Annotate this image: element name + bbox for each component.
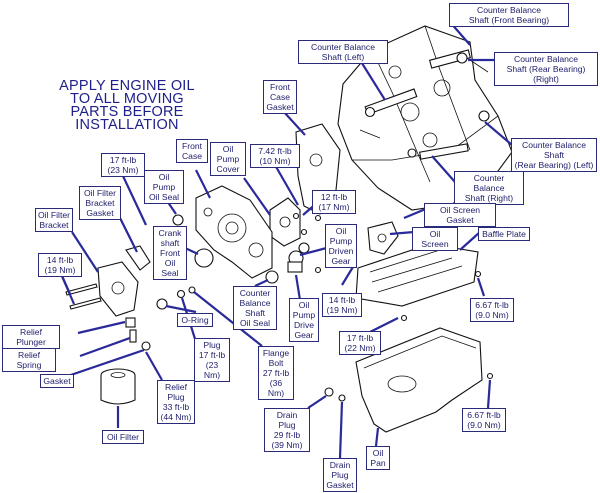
label-relief-plug: Relief Plug 33 ft-lb (44 Nm) <box>157 380 195 424</box>
label-oil-pump-driven-gear: Oil Pump Driven Gear <box>325 224 357 268</box>
label-relief-plunger: Relief Plunger <box>2 325 60 349</box>
label-oil-filter-bracket-gasket: Oil Filter Bracket Gasket <box>79 186 121 220</box>
label-oil-filter: Oil Filter <box>102 430 144 444</box>
crankshaft-front-oil-seal-shape <box>194 248 214 268</box>
label-front-case-gasket: Front Case Gasket <box>263 80 297 114</box>
drive-gear-shape <box>287 261 303 273</box>
counter-balance-shafts <box>364 49 490 160</box>
label-cbs-rear-right: Counter Balance Shaft (Rear Bearing) (Ri… <box>494 52 598 86</box>
baffle-plate-shape <box>355 243 479 307</box>
relief-plunger-shape <box>125 317 136 328</box>
oil-pump-cover-shape <box>269 197 301 247</box>
label-oil-pump-drive-gear: Oil Pump Drive Gear <box>289 298 319 342</box>
label-oil-pump-oil-seal: Oil Pump Oil Seal <box>144 170 184 204</box>
label-torque-17-23-a: 17 ft-lb (23 Nm) <box>101 153 145 177</box>
label-torque-6-67-a: 6.67 ft-lb (9.0 Nm) <box>470 298 514 322</box>
cbs-oil-seal-shape <box>265 270 279 284</box>
label-torque-14-19-a: 14 ft-lb (19 Nm) <box>38 253 82 277</box>
label-torque-7-42: 7.42 ft-lb (10 Nm) <box>250 144 300 168</box>
label-torque-12: 12 ft-lb (17 Nm) <box>312 190 356 214</box>
label-front-case: Front Case <box>176 139 208 163</box>
label-drain-plug-gasket: Drain Plug Gasket <box>323 458 357 492</box>
oil-screen-shape <box>367 221 399 255</box>
label-oil-screen-gasket: Oil Screen Gasket <box>424 203 496 227</box>
label-torque-14-19-b: 14 ft-lb (19 Nm) <box>322 293 362 317</box>
label-oil-pan: Oil Pan <box>366 446 390 470</box>
label-relief-spring: Relief Spring <box>2 348 56 372</box>
front-case-shape <box>195 185 273 279</box>
label-gasket: Gasket <box>40 374 74 388</box>
label-baffle-plate: Baffle Plate <box>478 227 530 241</box>
label-crankshaft-front-oil-seal: Crank shaft Front Oil Seal <box>153 226 187 280</box>
label-plug: Plug 17 ft-lb (23 Nm) <box>194 338 230 382</box>
label-torque-17-22: 17 ft-lb (22 Nm) <box>339 331 381 355</box>
label-oil-filter-bracket: Oil Filter Bracket <box>35 208 73 232</box>
oil-pan-shape <box>355 327 483 433</box>
label-drain-plug: Drain Plug 29 ft-lb (39 Nm) <box>264 408 310 452</box>
label-cbs-left: Counter Balance Shaft (Left) <box>298 40 388 64</box>
label-cbs-right: Counter Balance Shaft (Right) <box>454 171 524 205</box>
label-oil-screen: Oil Screen <box>412 227 458 251</box>
label-torque-6-67-b: 6.67 ft-lb (9.0 Nm) <box>462 408 506 432</box>
oil-filter-bracket-shape <box>97 261 139 317</box>
label-o-ring: O-Ring <box>177 313 213 327</box>
label-oil-pump-cover: Oil Pump Cover <box>210 142 246 176</box>
oil-instruction-note: APPLY ENGINE OIL TO ALL MOVING PARTS BEF… <box>59 78 195 133</box>
label-cbs-rear-left: Counter Balance Shaft (Rear Bearing) (Le… <box>511 138 597 172</box>
label-cbs-oil-seal: Counter Balance Shaft Oil Seal <box>233 286 277 330</box>
label-cbs-front-bearing: Counter Balance Shaft (Front Bearing) <box>449 3 569 27</box>
oil-pump-oil-seal-shape <box>172 214 184 226</box>
label-flange-bolt: Flange Bolt 27 ft-lb (36 Nm) <box>258 346 294 400</box>
